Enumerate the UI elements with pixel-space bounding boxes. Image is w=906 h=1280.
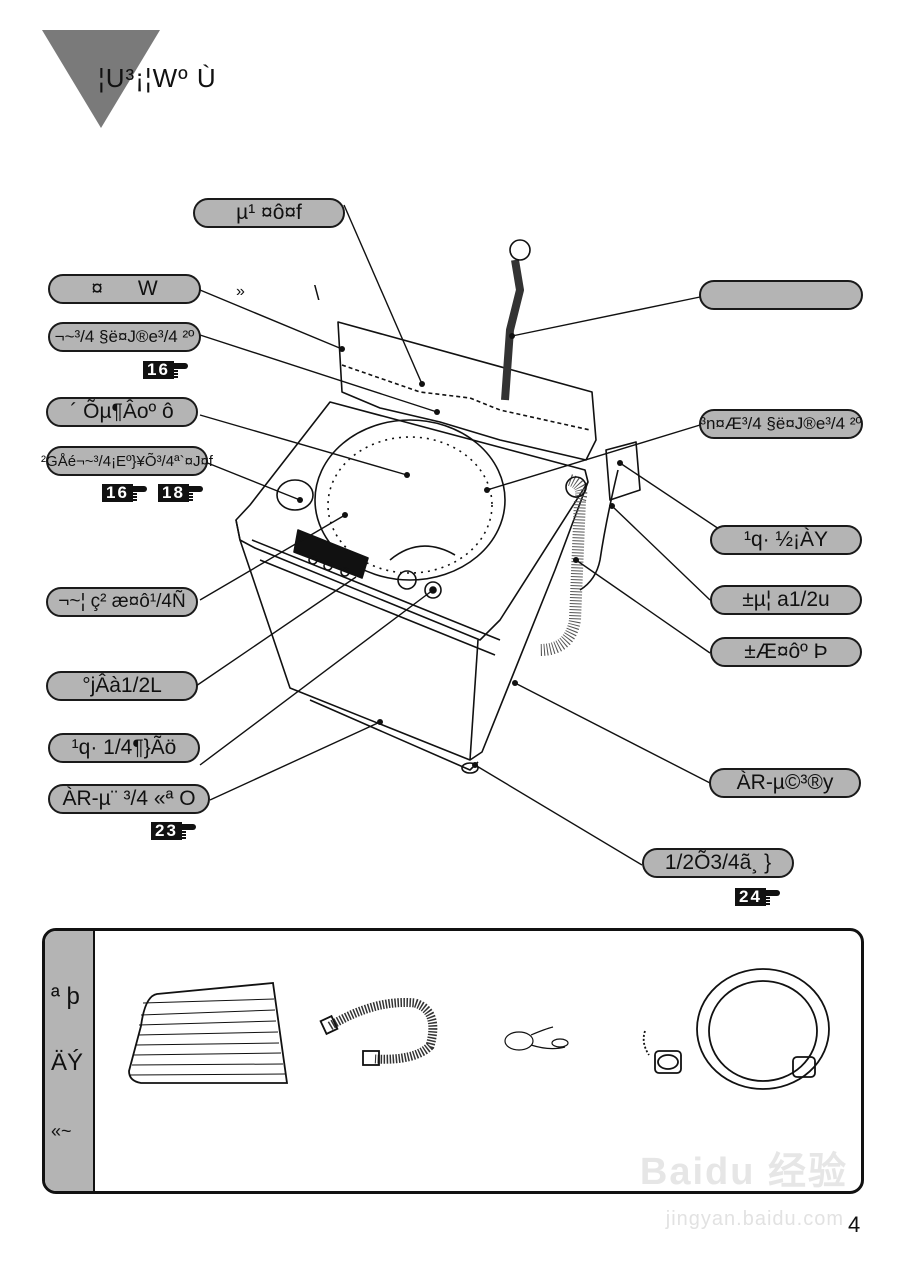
page-ref-badge: 16 [102, 484, 147, 502]
display-panel [293, 529, 369, 579]
drain-hose-body [539, 474, 588, 656]
side-label-line: ÄÝ [51, 1049, 84, 1076]
callout-adjustable-foot: ÀR-µ¨ ³/4 «ª O [48, 784, 210, 814]
side-label-line: ª þ [51, 983, 80, 1010]
stray-mark: » [236, 283, 245, 300]
machine-lid [337, 321, 597, 461]
callout-top-cover: ¤ W [48, 274, 201, 304]
callout-ground-wire: ±µ¦ a1/2u [710, 585, 862, 615]
callout-label: ÀR-µ¨ ³/4 «ª O [62, 787, 196, 810]
callout-label: ´ Õµ¶Âoº ô [70, 400, 174, 423]
callout-label: µ¹ ¤ô¤f [236, 201, 302, 224]
machine-top [235, 401, 589, 641]
drain-hose-icon [319, 998, 438, 1066]
callout-label: ¬~³/4 §ë¤J®e³/4 ²º [54, 327, 195, 346]
callout-control-panel: °jÂà1/2L [46, 671, 198, 701]
page-title: ¦U³¡¦Wº Ù [98, 63, 217, 93]
stray-mark: \ [314, 283, 320, 305]
callout-inlet-hose [699, 280, 863, 310]
wash-tub [314, 419, 506, 581]
callout-cabinet: ÀR-µ©³®y [709, 768, 861, 798]
callout-level-feet: 1/2Õ3/4ã¸ } [642, 848, 794, 878]
leader-lines [195, 204, 741, 866]
watermark-brand: Baidu 经验 [639, 1151, 848, 1193]
washing-machine-illustration [195, 204, 741, 866]
callout-label: ±Æ¤ôº Þ [744, 640, 828, 663]
callout-label: 1/2Õ3/4ã¸ } [664, 851, 772, 874]
callout-label: ¬~¦ ç² æ¤ô¹/4Ñ [58, 591, 186, 612]
callout-softener-box: ²GÅé¬~³/4¡Eº}¥Õ³/4ª`¤J¤f [41, 446, 213, 476]
callout-label: ²GÅé¬~³/4¡Eº}¥Õ³/4ª`¤J¤f [41, 452, 213, 470]
callout-lid-damper: µ¹ ¤ô¤f [193, 198, 345, 228]
callout-label: ¤ W [91, 277, 158, 300]
accessories-illustrations [128, 968, 830, 1090]
page-ref-badge: 24 [735, 888, 780, 906]
inlet-hose-top [501, 259, 524, 401]
callout-wash-tub: ¬~¦ ç² æ¤ô¹/4Ñ [46, 587, 198, 617]
cable-tie-icon [504, 1026, 569, 1051]
callout-detergent-box: ¬~³/4 §ë¤J®e³/4 ²º [48, 322, 201, 352]
inlet-hose-icon [642, 968, 830, 1090]
page-ref-badge: 18 [158, 484, 203, 502]
callout-power-plug: ¹q· ½¡ÀY [710, 525, 862, 555]
leader-dots [297, 333, 623, 768]
callout-label: ¹q· ½¡ÀY [743, 528, 829, 551]
callout-water-level-knob: ¹q· 1/4¶}Ãö [48, 733, 200, 763]
cover-sheet-icon [128, 982, 289, 1084]
watermark-url: jingyan.baidu.com [665, 1208, 844, 1230]
callout-fabric-softener: ³n¤Æ³/4 §ë¤J®e³/4 ²º [699, 409, 863, 439]
accessories-side-label: ª þ ÄÝ «~ [45, 931, 95, 1191]
callout-drain-hose: ±Æ¤ôº Þ [710, 637, 862, 667]
callout-label: °jÂà1/2L [82, 674, 162, 697]
section-marker-triangle [42, 30, 160, 128]
wall-socket [605, 441, 641, 501]
side-label-line: «~ [51, 1121, 72, 1141]
callout-label: ³n¤Æ³/4 §ë¤J®e³/4 ²º [700, 414, 862, 433]
callout-lint-filter: ´ Õµ¶Âoº ô [46, 397, 198, 427]
callout-label: ÀR-µ©³®y [736, 771, 834, 794]
page-ref-badge: 23 [151, 822, 196, 840]
callout-label: ±µ¦ a1/2u [742, 588, 830, 611]
page-number: 4 [848, 1212, 861, 1237]
callout-label: ¹q· 1/4¶}Ãö [71, 736, 177, 759]
accessories-panel: ª þ ÄÝ «~ [42, 928, 864, 1194]
page-ref-badge: 16 [143, 361, 188, 379]
